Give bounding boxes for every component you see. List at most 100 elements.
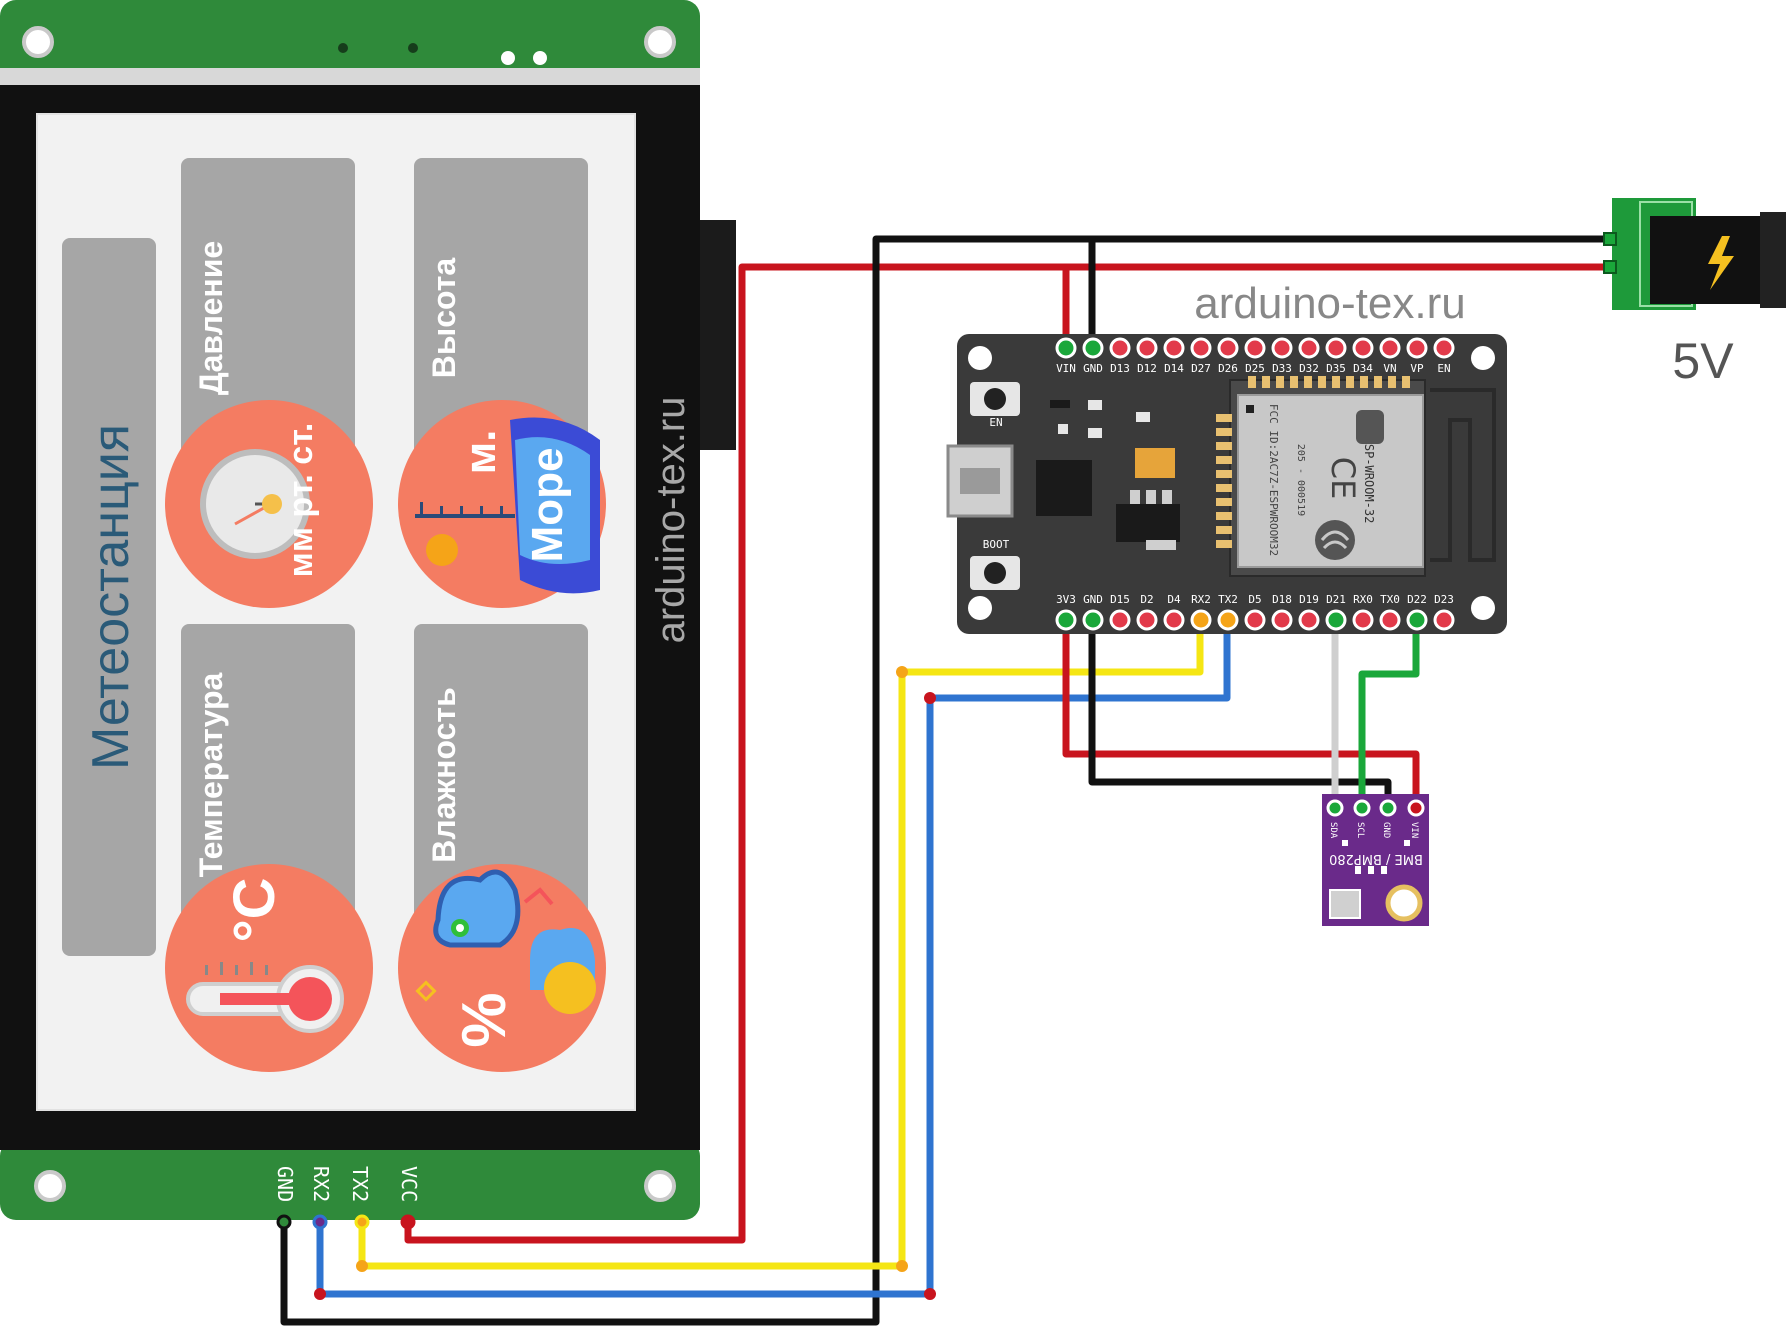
regulator-chip — [1116, 504, 1180, 542]
sea-text: Море — [523, 448, 572, 563]
esp32-top-pin-label: VIN — [1056, 362, 1076, 375]
esp32-bottom-pin-d2 — [1136, 609, 1158, 631]
ribbon-connector — [700, 220, 736, 450]
gauge-icon: мм рт. ст. — [165, 400, 373, 608]
wire-rx2-blue — [316, 616, 1231, 1298]
screen-divider — [36, 113, 636, 1111]
esp32-top-pin-label: D33 — [1272, 362, 1292, 375]
display-pcb-bottom — [0, 1140, 700, 1220]
esp32-top-pin-label: D27 — [1191, 362, 1211, 375]
ce-icon: CE — [1324, 457, 1362, 500]
temp-unit-text: °C — [222, 877, 287, 942]
pcb-via — [533, 51, 547, 65]
sensor-chip — [1329, 889, 1361, 919]
wire-sensor-gnd — [1088, 616, 1392, 812]
mount-hole — [644, 1170, 676, 1202]
sensor-mount-hole — [1385, 884, 1423, 922]
power-label: 5V — [1672, 333, 1734, 389]
wire-gnd-black — [280, 235, 1614, 1326]
watermark-vertical: arduino-tex.ru — [649, 397, 693, 644]
pcb-via — [501, 51, 515, 65]
tile-temperature[interactable] — [181, 624, 355, 936]
boot-button[interactable] — [970, 556, 1020, 590]
esp32-top-pin-label: D32 — [1299, 362, 1319, 375]
esp32-top-pin-d32 — [1298, 337, 1320, 359]
wire-scl-green — [1358, 616, 1420, 812]
esp32-top-pin-label: D14 — [1164, 362, 1184, 375]
mount-hole — [22, 26, 54, 58]
display-connector: GND RX2 TX2 VCC — [273, 1166, 421, 1202]
title-tile — [62, 238, 156, 956]
esp32-top-pin-en — [1433, 337, 1455, 359]
tile-altitude[interactable] — [414, 158, 588, 470]
espressif-logo-icon — [1315, 520, 1355, 560]
esp32-bottom-pin-rx2 — [1190, 609, 1212, 631]
esp32-top-pin-d13 — [1109, 337, 1131, 359]
capacitor — [1135, 448, 1175, 478]
esp32-board: ESP-WROOM-32 FCC ID:2AC7Z-ESPWROOM32 205… — [946, 334, 1507, 634]
esp32-bottom-pin-d4 — [1163, 609, 1185, 631]
esp32-bottom-pin-d21 — [1325, 609, 1347, 631]
en-button[interactable] — [970, 382, 1020, 416]
esp32-top-pin-d34 — [1352, 337, 1374, 359]
esp32-top-pin-gnd — [1082, 337, 1104, 359]
esp32-bottom-pin-label: GND — [1083, 593, 1103, 606]
esp32-bottom-pin-3v3 — [1055, 609, 1077, 631]
boot-button-label: BOOT — [983, 538, 1010, 551]
usb-uart-chip — [1036, 460, 1092, 516]
pcb-via — [338, 43, 348, 53]
esp32-top-pin-vn — [1379, 337, 1401, 359]
esp32-bottom-pin-label: 3V3 — [1056, 593, 1076, 606]
esp32-bottom-pin-d18 — [1271, 609, 1293, 631]
esp32-bottom-pin-d5 — [1244, 609, 1266, 631]
sensor-name: BME / BMP280 — [1329, 851, 1423, 866]
display-bezel-strip — [0, 68, 700, 88]
humidity-cloud-icon: % — [398, 864, 606, 1072]
wifi-logo-icon — [1356, 410, 1384, 444]
esp32-bottom-pin-label: RX2 — [1191, 593, 1211, 606]
esp32-top-pin-label: D34 — [1353, 362, 1373, 375]
tile-pressure[interactable] — [181, 158, 355, 470]
esp32-top-pin-vin — [1055, 337, 1077, 359]
esp32-top-pin-d12 — [1136, 337, 1158, 359]
esp32-top-pin-d27 — [1190, 337, 1212, 359]
sensor-pin-gnd: GND — [1381, 822, 1391, 838]
gauge-unit-text: мм рт. ст. — [282, 423, 320, 578]
fcc-label: FCC ID:2AC7Z-ESPWROOM32 — [1267, 404, 1280, 556]
esp32-bottom-pin-d15 — [1109, 609, 1131, 631]
esp32-bottom-pin-label: D4 — [1167, 593, 1181, 606]
thermometer-icon: °C — [165, 864, 373, 1072]
esp32-top-pin-label: D13 — [1110, 362, 1130, 375]
mount-hole — [644, 26, 676, 58]
wires — [280, 235, 1614, 1326]
sea-level-icon: м. Море — [398, 400, 606, 608]
esp32-top-pin-d25 — [1244, 337, 1266, 359]
esp32-top-pin-label: D26 — [1218, 362, 1238, 375]
display-pin-tx2: TX2 — [348, 1166, 372, 1202]
esp32-bottom-pin-gnd — [1082, 609, 1104, 631]
humidity-unit-text: % — [450, 992, 519, 1047]
display-connector-dots — [276, 666, 936, 1300]
esp32-bottom-pin-rx0 — [1352, 609, 1374, 631]
esp32-top-pin-label: EN — [1437, 362, 1450, 375]
esp32-top-pin-vp — [1406, 337, 1428, 359]
display-module: Метеостанция Давление мм рт. ст. Высота — [0, 0, 736, 1220]
esp32-top-pin-label: D12 — [1137, 362, 1157, 375]
lightning-icon — [1708, 236, 1734, 290]
esp32-bottom-pin-label: D21 — [1326, 593, 1346, 606]
sensor-pin-sda: SDA — [1328, 822, 1338, 839]
antenna-icon — [1430, 388, 1496, 562]
esp32-bottom-pin-label: RX0 — [1353, 593, 1373, 606]
esp32-bottom-pin-label: D23 — [1434, 593, 1454, 606]
esp32-bottom-pin-label: D15 — [1110, 593, 1130, 606]
sensor-pin-scl: SCL — [1355, 822, 1365, 838]
wire-vcc-red — [404, 263, 1614, 1244]
esp32-top-pin-d14 — [1163, 337, 1185, 359]
tile-humidity[interactable] — [414, 624, 588, 936]
watermark-horizontal: arduino-tex.ru — [1194, 279, 1465, 328]
esp32-bottom-pin-tx2 — [1217, 609, 1239, 631]
esp32-top-pin-label: VN — [1383, 362, 1396, 375]
en-button-label: EN — [989, 416, 1002, 429]
esp32-bottom-pin-label: D22 — [1407, 593, 1427, 606]
